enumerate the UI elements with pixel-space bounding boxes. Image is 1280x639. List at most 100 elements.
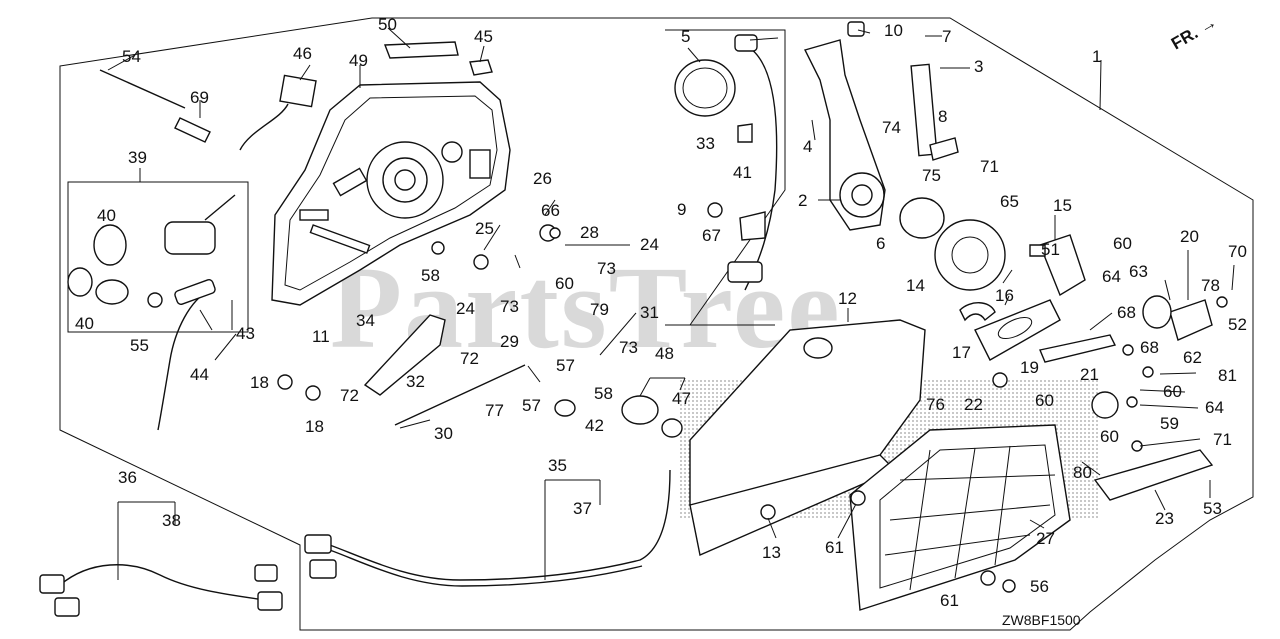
ref-label-10: 10 [884, 21, 903, 40]
housing-frame [665, 29, 786, 326]
ref-label-81: 81 [1218, 366, 1237, 385]
ref-label-28: 28 [580, 223, 599, 242]
ref-label-5: 5 [681, 27, 691, 46]
ref-label-60b: 60 [1035, 391, 1054, 410]
ref-label-73c: 73 [619, 338, 638, 357]
ref-label-79: 79 [590, 300, 609, 319]
ref-label-62: 62 [1183, 348, 1202, 367]
ref-label-57a: 57 [556, 356, 575, 375]
ref-label-61b: 61 [940, 591, 959, 610]
ref-label-67: 67 [702, 226, 721, 245]
ref-label-55: 55 [130, 336, 149, 355]
ref-label-46: 46 [293, 44, 312, 63]
ref-label-56: 56 [1030, 577, 1049, 596]
ref-label-44: 44 [190, 365, 209, 384]
ref-label-60e: 60 [555, 274, 574, 293]
ref-label-9: 9 [677, 200, 687, 219]
ref-label-24a: 24 [456, 299, 475, 318]
ref-label-30: 30 [434, 424, 453, 443]
ref-label-68b: 68 [1140, 338, 1159, 357]
cable [744, 44, 778, 291]
ref-label-50: 50 [378, 15, 397, 34]
ref-label-49: 49 [349, 51, 368, 70]
ref-label-73a: 73 [597, 259, 616, 278]
ref-label-1: 1 [1092, 47, 1102, 66]
ref-label-66: 66 [541, 201, 560, 220]
ref-label-18a: 18 [250, 373, 269, 392]
ref-label-3: 3 [974, 57, 984, 76]
ref-label-64a: 64 [1102, 267, 1121, 286]
ref-label-59: 59 [1160, 414, 1179, 433]
ref-label-61a: 61 [825, 538, 844, 557]
ref-label-41: 41 [733, 163, 752, 182]
control-housing [271, 81, 511, 306]
main-harness [314, 469, 671, 581]
ref-label-60a: 60 [1113, 234, 1132, 253]
ref-label-71b: 71 [1213, 430, 1232, 449]
hub [1091, 391, 1119, 419]
ref-label-15: 15 [1053, 196, 1072, 215]
ref-label-75: 75 [922, 166, 941, 185]
ref-label-4: 4 [803, 137, 813, 156]
collar [174, 117, 211, 143]
ref-label-12: 12 [838, 289, 857, 308]
indicator-plate [1169, 299, 1213, 341]
ratchet-plate [934, 219, 1006, 291]
ref-label-2: 2 [798, 191, 808, 210]
arm [1039, 334, 1117, 363]
ref-label-13: 13 [762, 543, 781, 562]
ref-label-58b: 58 [594, 384, 613, 403]
key-switch-group [67, 181, 249, 333]
ref-label-43: 43 [236, 324, 255, 343]
key [93, 224, 127, 266]
lanyard-cord [157, 289, 211, 431]
ref-label-64b: 64 [1205, 398, 1224, 417]
ref-label-72a: 72 [460, 349, 479, 368]
trim-plate [383, 41, 459, 59]
ref-label-53: 53 [1203, 499, 1222, 518]
lever-plate [974, 299, 1061, 361]
throttle-arm [910, 63, 938, 157]
grille-panel [849, 424, 1071, 611]
ref-label-57b: 57 [522, 396, 541, 415]
ref-label-38: 38 [162, 511, 181, 530]
ref-label-22: 22 [964, 395, 983, 414]
ref-label-60d: 60 [1163, 382, 1182, 401]
ref-label-14: 14 [906, 276, 925, 295]
long-bolt [99, 69, 186, 109]
ref-label-76: 76 [926, 395, 945, 414]
ref-label-21: 21 [1080, 365, 1099, 384]
ref-label-60c: 60 [1100, 427, 1119, 446]
extension-harness [59, 564, 266, 601]
ref-label-78: 78 [1201, 276, 1220, 295]
ref-label-26: 26 [533, 169, 552, 188]
clip [469, 59, 493, 76]
ref-label-19: 19 [1020, 358, 1039, 377]
ref-label-42: 42 [585, 416, 604, 435]
lock-bracket [363, 314, 446, 396]
ref-label-52: 52 [1228, 315, 1247, 334]
ref-label-23: 23 [1155, 509, 1174, 528]
ref-label-33: 33 [696, 134, 715, 153]
rod [394, 364, 526, 426]
ref-label-37: 37 [573, 499, 592, 518]
ref-label-20: 20 [1180, 227, 1199, 246]
ref-label-16: 16 [995, 286, 1014, 305]
ref-label-40a: 40 [97, 206, 116, 225]
ref-label-35: 35 [548, 456, 567, 475]
ref-label-69: 69 [190, 88, 209, 107]
ref-label-71a: 71 [980, 157, 999, 176]
ref-label-72b: 72 [340, 386, 359, 405]
ref-label-40b: 40 [75, 314, 94, 333]
leader-lines [107, 27, 1235, 580]
ref-label-63: 63 [1129, 262, 1148, 281]
ref-label-34: 34 [356, 311, 375, 330]
ref-label-11: 11 [312, 327, 330, 346]
ref-label-74: 74 [882, 118, 901, 137]
ref-label-31: 31 [640, 303, 659, 322]
ref-label-17: 17 [952, 343, 971, 362]
switch [279, 74, 317, 108]
ref-label-32: 32 [406, 372, 425, 391]
ref-label-58a: 58 [421, 266, 440, 285]
